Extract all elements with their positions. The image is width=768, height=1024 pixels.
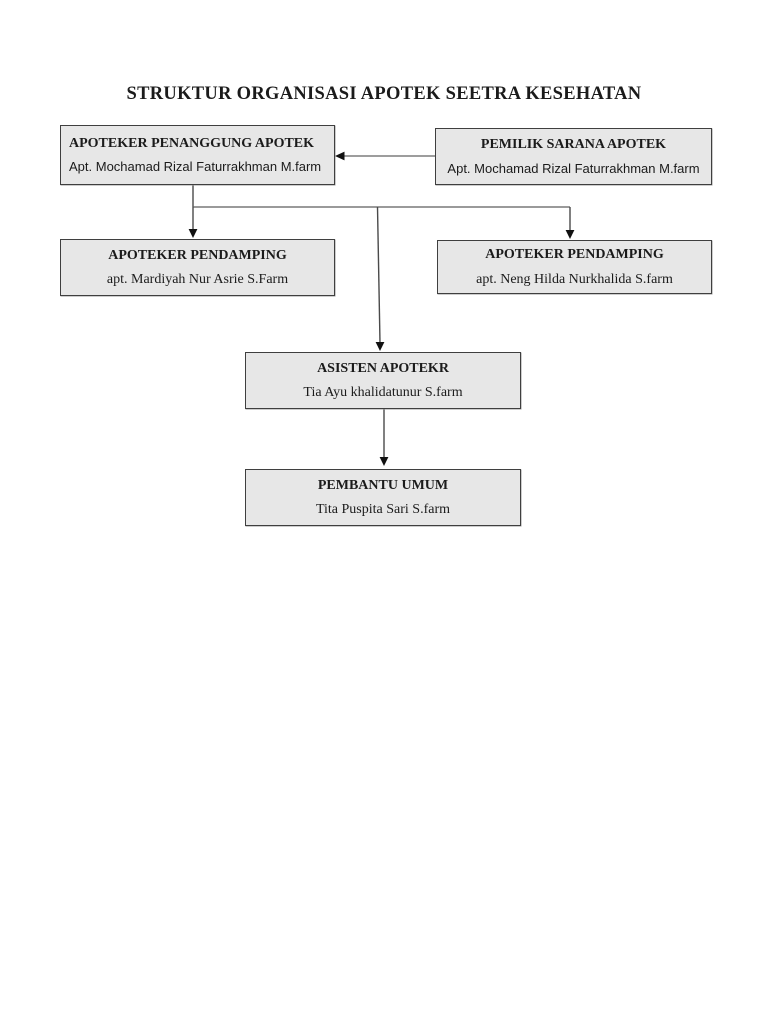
org-node-role: PEMBANTU UMUM bbox=[317, 477, 449, 493]
org-node-pemilik-sarana-apotek: PEMILIK SARANA APOTEK Apt. Mochamad Riza… bbox=[435, 128, 712, 185]
org-node-role: APOTEKER PENANGGUNG APOTEK bbox=[69, 135, 315, 151]
org-node-asisten-apotekr: ASISTEN APOTEKR Tia Ayu khalidatunur S.f… bbox=[245, 352, 521, 409]
arrowhead-to-aa bbox=[375, 342, 385, 351]
org-node-apoteker-pendamping-1: APOTEKER PENDAMPING apt. Mardiyah Nur As… bbox=[60, 239, 335, 296]
arrowhead-to-pu bbox=[379, 457, 389, 466]
arrowhead-psa-to-apa bbox=[335, 151, 345, 161]
org-node-apoteker-pendamping-2: APOTEKER PENDAMPING apt. Neng Hilda Nurk… bbox=[437, 240, 712, 294]
org-node-person: apt. Neng Hilda Nurkhalida S.farm bbox=[476, 271, 673, 287]
page-title: STRUKTUR ORGANISASI APOTEK SEETRA KESEHA… bbox=[126, 84, 642, 104]
edge-rail-to-aa bbox=[376, 206, 381, 344]
org-node-apoteker-penanggung-apotek: APOTEKER PENANGGUNG APOTEK Apt. Mochamad… bbox=[60, 125, 335, 185]
org-node-role: PEMILIK SARANA APOTEK bbox=[480, 137, 667, 153]
org-node-person: Apt. Mochamad Rizal Faturrakhman M.farm bbox=[447, 160, 700, 176]
org-node-person: Tia Ayu khalidatunur S.farm bbox=[303, 385, 463, 400]
org-node-person: apt. Mardiyah Nur Asrie S.Farm bbox=[106, 272, 289, 287]
org-node-pembantu-umum: PEMBANTU UMUM Tita Puspita Sari S.farm bbox=[245, 469, 521, 526]
org-node-role: APOTEKER PENDAMPING bbox=[108, 247, 287, 263]
arrowhead-to-ap2 bbox=[565, 230, 575, 239]
org-node-role: APOTEKER PENDAMPING bbox=[485, 247, 664, 263]
org-node-role: ASISTEN APOTEKR bbox=[317, 360, 449, 376]
arrowhead-to-ap1 bbox=[188, 229, 198, 238]
org-node-person: Apt. Mochamad Rizal Faturrakhman M.farm bbox=[69, 159, 322, 175]
org-node-person: Tita Puspita Sari S.farm bbox=[315, 502, 451, 517]
